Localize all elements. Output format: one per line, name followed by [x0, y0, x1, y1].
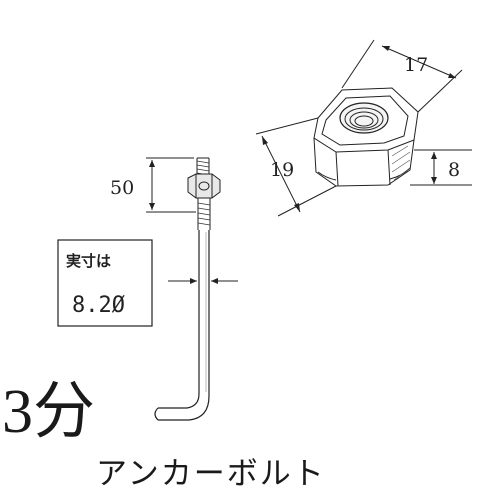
- page-title: アンカーボルト: [96, 456, 326, 492]
- nut-thread-ring-2: [349, 111, 379, 129]
- dim-19-label: 19: [270, 159, 294, 181]
- anchor-bolt: [154, 157, 221, 421]
- nut-thread-ring-3: [354, 115, 374, 127]
- actual-size-box: [57, 239, 153, 327]
- dim-50: [146, 157, 196, 213]
- dim-8: [410, 149, 472, 186]
- nut-edge-left: [335, 151, 339, 187]
- dim-17-label: 17: [404, 54, 428, 76]
- nut-top-bevel: [321, 95, 409, 146]
- bolt-shank-left: [158, 230, 200, 409]
- hex-nut: [313, 87, 419, 187]
- dim-17: [341, 39, 463, 113]
- bolt-shank-right: [158, 230, 210, 421]
- size-label: 3分: [2, 378, 95, 446]
- dim-50-label: 50: [110, 177, 134, 199]
- nut-edge-right: [387, 149, 391, 186]
- dim-8-label: 8: [448, 159, 460, 181]
- bolt-hook-end: [154, 407, 159, 421]
- bolt-nut: [187, 173, 221, 199]
- nut-side-outline: [313, 137, 415, 187]
- actual-size-heading: 実寸は: [66, 252, 111, 270]
- dim-diameter: [168, 278, 238, 284]
- actual-size-value: 8.2Ø: [72, 293, 125, 318]
- dim-19: [255, 117, 337, 217]
- nut-thread-ring-1: [344, 107, 384, 131]
